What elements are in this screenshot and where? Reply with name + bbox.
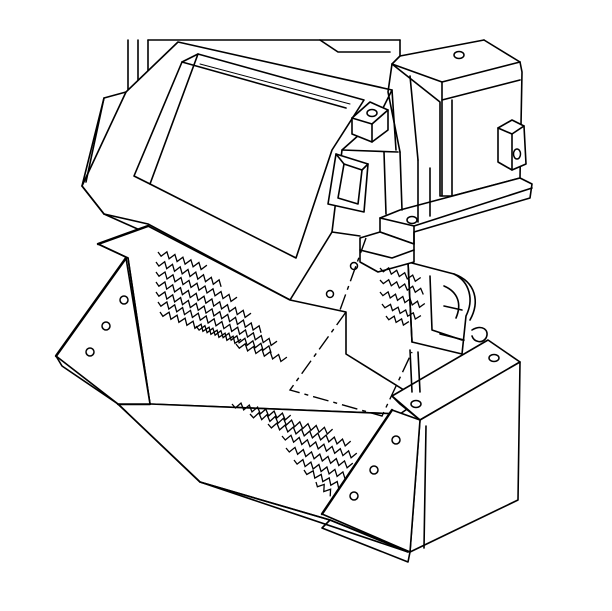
mounting-tab <box>325 231 415 299</box>
foam-zigzag-line <box>379 290 426 309</box>
foam-zigzag-line <box>385 315 410 327</box>
upper-housing-window <box>133 53 365 259</box>
foam-zigzag-line <box>267 422 352 447</box>
motor-housing <box>387 39 523 197</box>
mounting-post <box>351 101 389 143</box>
foam-zigzag-line <box>159 311 242 345</box>
front-panel <box>320 339 521 563</box>
foam-zigzag-line <box>157 300 278 347</box>
foam-zigzag-line <box>379 278 424 295</box>
foam-zigzag-line <box>155 260 222 287</box>
side-bracket <box>54 256 151 405</box>
foam-zigzag-line <box>155 270 238 303</box>
face-opening <box>327 153 369 213</box>
cylinder-tube <box>407 261 488 393</box>
mounting-post-right <box>497 119 527 171</box>
foam-zigzag-line <box>231 402 292 421</box>
foam-zigzag-line <box>315 481 332 497</box>
foam-zigzag-line <box>293 458 346 480</box>
foam-zigzag-line <box>155 280 252 319</box>
foam-zigzag-line <box>249 411 334 436</box>
slotted-bracket <box>379 151 533 245</box>
foam-zigzag-line <box>195 324 272 354</box>
foam-zigzag-line <box>155 290 262 333</box>
foam-zigzag-line <box>157 250 208 271</box>
foam-zigzag-line <box>285 446 354 469</box>
dashed-hidden-outline <box>288 237 413 417</box>
foam-seal-pattern <box>155 250 426 497</box>
foam-zigzag-line <box>379 266 422 283</box>
foam-zigzag-line <box>381 303 422 320</box>
foam-zigzag-line <box>235 342 288 363</box>
foam-zigzag-line <box>281 434 358 459</box>
foam-zigzag-line <box>303 469 340 489</box>
